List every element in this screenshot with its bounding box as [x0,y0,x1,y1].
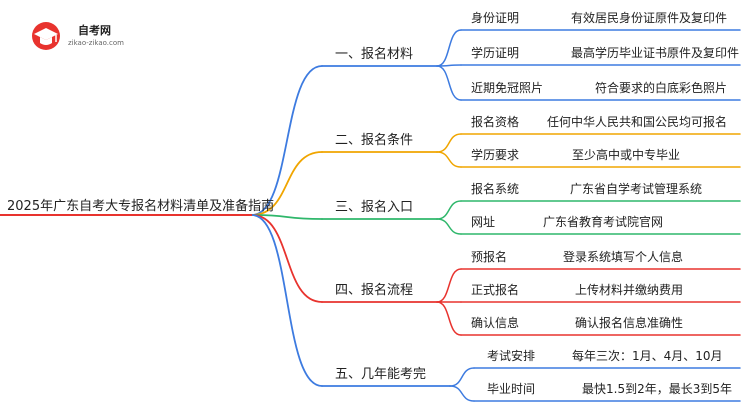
branch-label-4: 四、报名流程 [335,282,413,298]
branch-label-5: 五、几年能考完 [335,367,426,382]
leaf-value-2-2: 至少高中或中专毕业 [572,147,680,162]
leaf-value-3-1: 广东省自学考试管理系统 [570,181,702,196]
leaf-key-3-2: 网址 [471,215,495,229]
branch-label-1: 一、报名材料 [335,46,413,62]
logo-title: 自考网 [78,23,111,37]
leaf-link-5-2 [449,385,475,402]
leaf-key-1-2: 学历证明 [471,45,519,60]
leaf-key-2-2: 学历要求 [471,147,519,162]
logo-url: zikao-zikao.com [68,39,124,47]
leaf-key-4-3: 确认信息 [471,315,519,330]
leaf-value-4-3: 确认报名信息准确性 [575,315,683,330]
leaf-link-4-3 [436,301,462,336]
leaf-key-4-1: 预报名 [471,249,507,264]
leaf-link-5-1 [449,367,475,387]
leaf-link-1-3 [436,65,462,101]
leaf-key-1-1: 身份证明 [471,10,519,25]
leaf-key-3-1: 报名系统 [471,181,519,196]
leaf-value-5-1: 每年三次：1月、4月、10月 [572,348,723,363]
root-link-5 [251,214,323,387]
leaf-value-1-2: 最高学历毕业证书原件及复印件 [571,45,739,60]
branch-label-3: 三、报名入口 [335,199,413,215]
leaf-key-4-2: 正式报名 [471,282,519,297]
leaf-link-2-2 [436,151,462,168]
leaf-value-5-2: 最快1.5到2年，最长3到5年 [582,382,732,396]
mindmap-connectors [251,29,741,402]
leaf-value-4-1: 登录系统填写个人信息 [563,249,683,264]
leaf-key-1-3: 近期免冠照片 [471,80,543,95]
leaf-link-3-1 [436,200,462,220]
leaf-link-4-1 [436,268,462,303]
leaf-key-2-1: 报名资格 [471,114,519,129]
leaf-value-3-2: 广东省教育考试院官网 [543,214,663,229]
logo: 自考网 zikao-zikao.com [32,22,124,50]
leaf-link-2-1 [436,133,462,153]
graduation-cap-icon [32,22,60,50]
leaf-value-2-1: 任何中华人民共和国公民均可报名 [547,114,727,129]
root-title: 2025年广东自考大专报名材料清单及准备指南 [7,198,274,214]
leaf-key-5-1: 考试安排 [487,348,535,363]
branch-5: 五、几年能考完 考试安排 每年三次：1月、4月、10月 毕业时间 最快1.5到2… [335,348,732,396]
leaf-value-1-3: 符合要求的白底彩色照片 [595,80,727,95]
branch-2: 二、报名条件 报名资格 任何中华人民共和国公民均可报名 学历要求 至少高中或中专… [335,114,727,162]
root-link-3 [251,214,323,220]
root-node: 2025年广东自考大专报名材料清单及准备指南 [0,198,274,216]
branch-label-2: 二、报名条件 [335,132,413,148]
leaf-link-3-2 [436,218,462,235]
root-link-4 [251,214,323,303]
leaf-key-5-2: 毕业时间 [487,382,535,396]
leaf-link-1-1 [436,29,462,67]
branch-4: 四、报名流程 预报名 登录系统填写个人信息 正式报名 上传材料并缴纳费用 确认信… [335,249,683,330]
root-link-1 [251,65,323,216]
leaf-value-4-2: 上传材料并缴纳费用 [575,282,683,297]
branch-1: 一、报名材料 身份证明 有效居民身份证原件及复印件 学历证明 最高学历毕业证书原… [335,10,739,95]
branch-3: 三、报名入口 报名系统 广东省自学考试管理系统 网址 广东省教育考试院官网 [335,181,702,229]
root-link-2 [251,151,323,216]
leaf-value-1-1: 有效居民身份证原件及复印件 [571,10,727,25]
